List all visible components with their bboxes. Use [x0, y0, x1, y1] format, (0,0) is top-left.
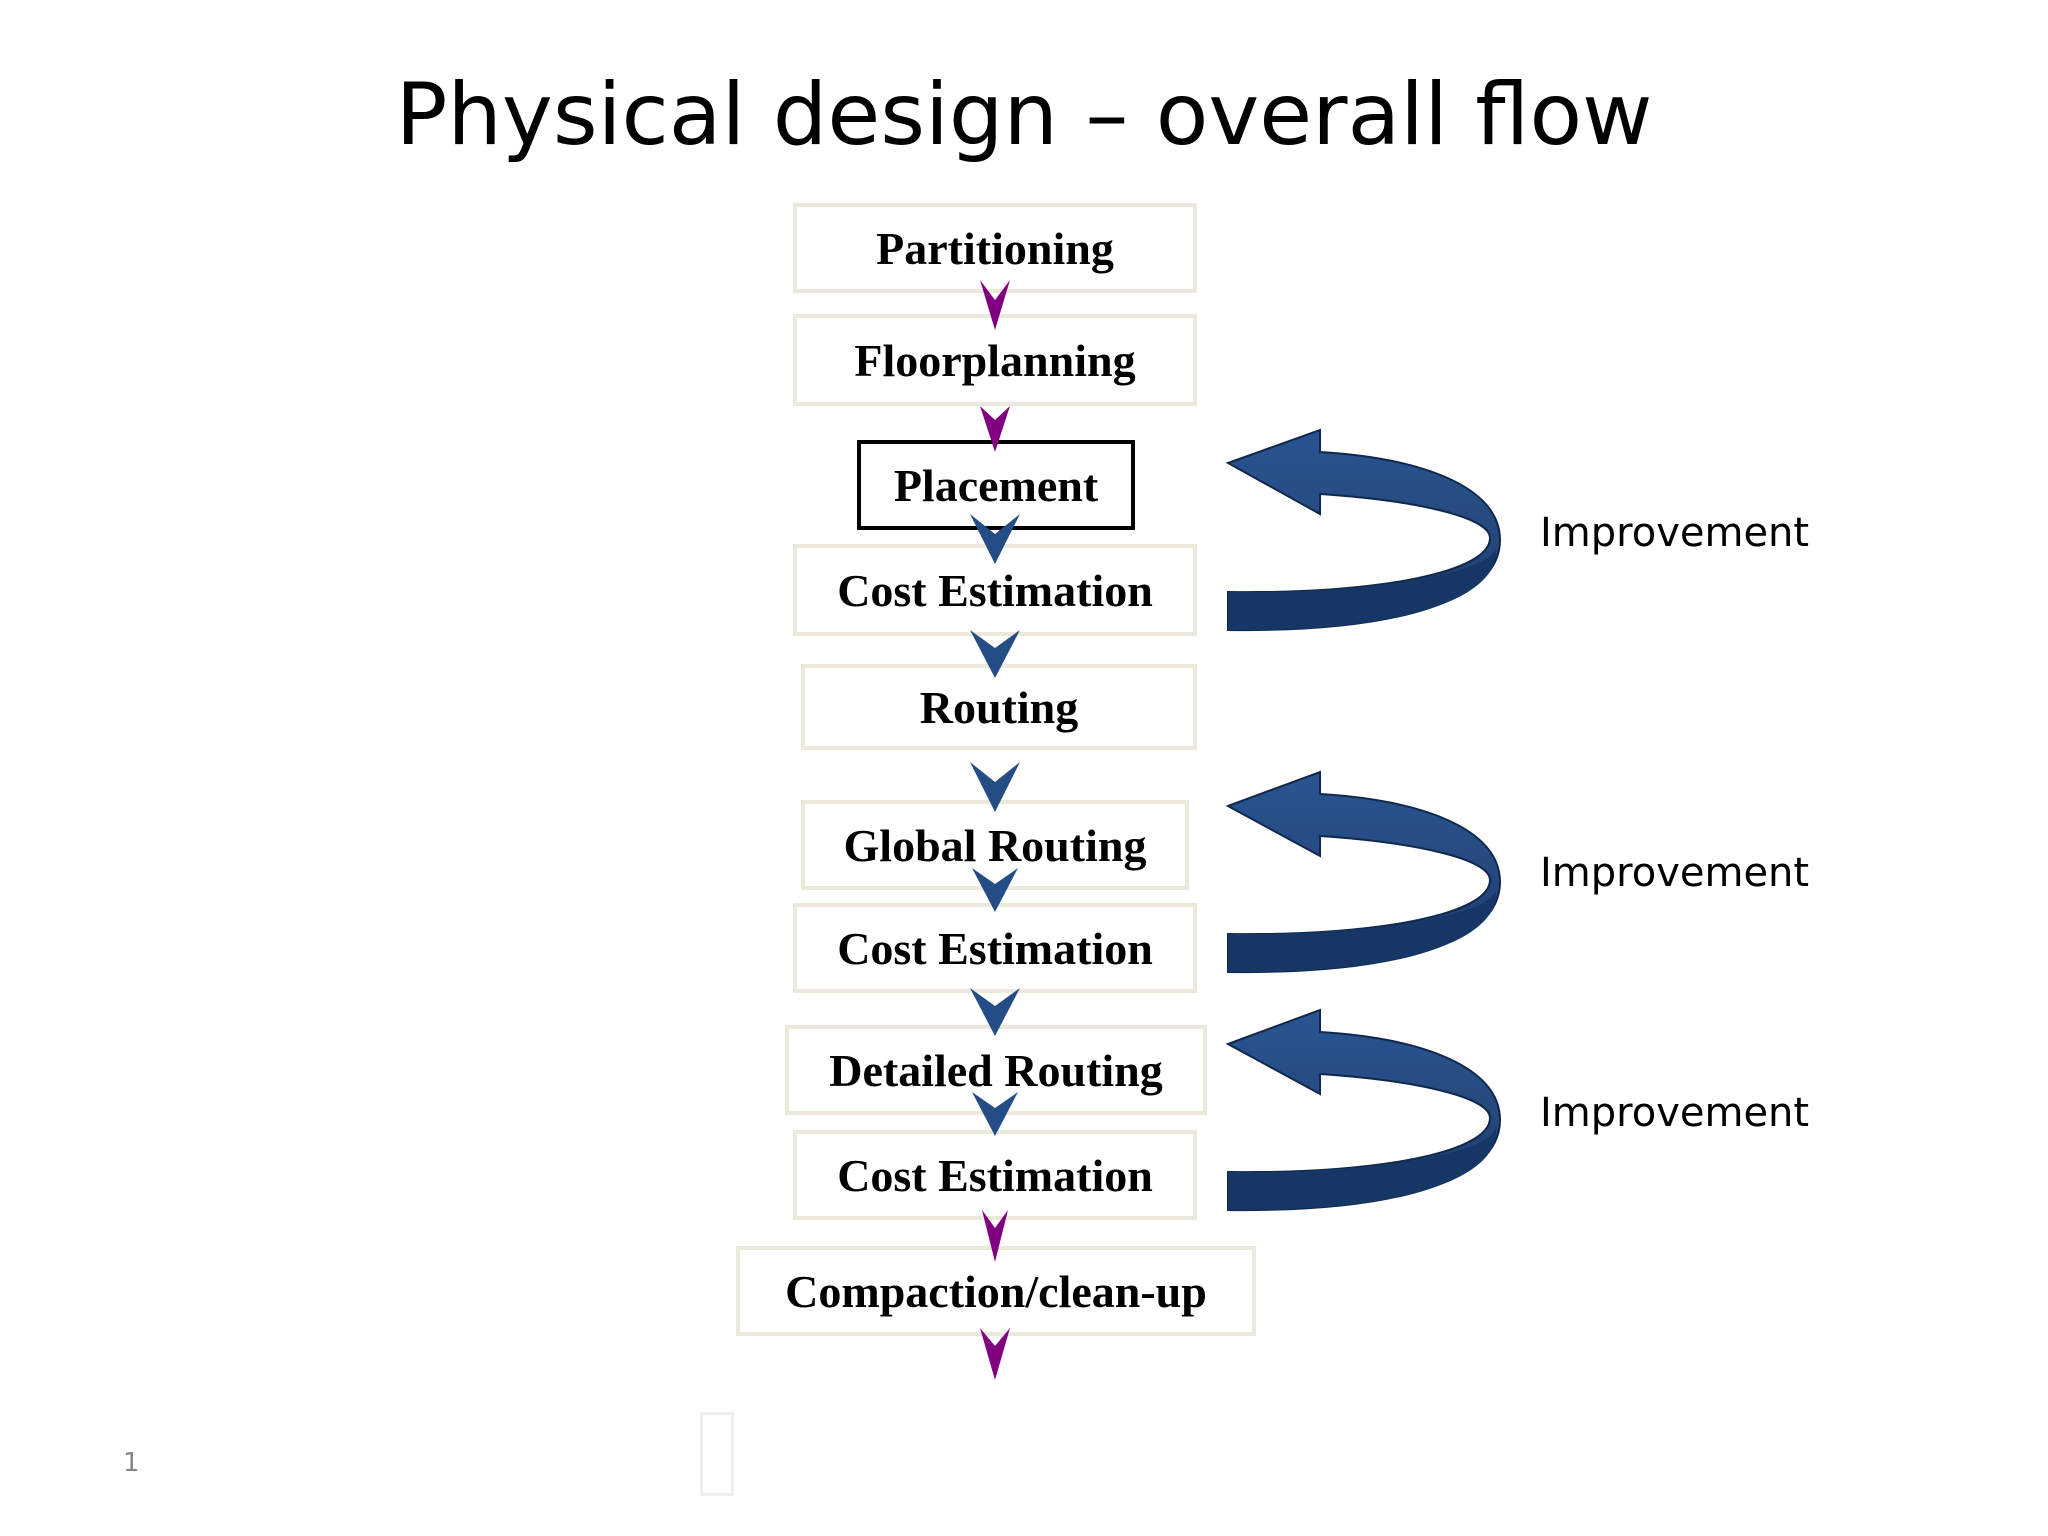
curved-loop-arrow-icon: [1225, 1008, 1502, 1212]
improvement-label-2: Improvement: [1540, 850, 1810, 896]
step-placement: Placement: [857, 440, 1135, 530]
chevron-down-icon: [970, 988, 1020, 1036]
step-routing: Routing: [801, 664, 1197, 750]
page-number: 1: [123, 1448, 140, 1478]
step-cost-estimation-2: Cost Estimation: [793, 903, 1197, 993]
chevron-down-icon: [970, 630, 1020, 678]
curved-loop-arrow-icon: [1225, 770, 1502, 974]
chevron-down-icon: [980, 280, 1010, 330]
chevron-down-icon: [970, 762, 1020, 812]
chevron-down-icon: [970, 514, 1020, 564]
improvement-label-3: Improvement: [1540, 1090, 1810, 1136]
step-detailed-routing: Detailed Routing: [785, 1025, 1207, 1115]
chevron-down-icon: [980, 406, 1010, 452]
improvement-label-1: Improvement: [1540, 510, 1810, 556]
slide-title: Physical design – overall flow: [395, 65, 1653, 165]
chevron-down-icon: [980, 1328, 1010, 1380]
curved-loop-arrow-icon: [1225, 428, 1502, 632]
step-global-routing: Global Routing: [801, 800, 1189, 890]
step-partitioning: Partitioning: [793, 203, 1197, 293]
chevron-down-icon: [972, 1092, 1018, 1136]
chevron-down-icon: [972, 868, 1018, 912]
chevron-down-icon: [982, 1210, 1008, 1262]
placeholder-glyph-icon: [700, 1412, 734, 1496]
